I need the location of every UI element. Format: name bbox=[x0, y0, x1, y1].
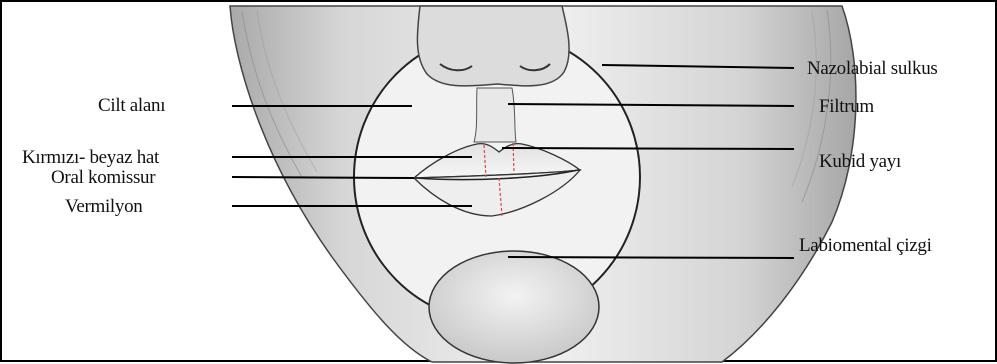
chin bbox=[429, 251, 599, 363]
label-kubid: Kubid yayı bbox=[819, 152, 901, 171]
label-oral: Oral komissur bbox=[51, 168, 155, 187]
label-kirmizi: Kırmızı- beyaz hat bbox=[22, 148, 159, 167]
label-vermilyon: Vermilyon bbox=[65, 197, 143, 216]
label-labiomental: Labiomental çizgi bbox=[799, 236, 932, 255]
nose bbox=[417, 6, 569, 86]
leader-kubid bbox=[502, 148, 794, 149]
label-cilt: Cilt alanı bbox=[98, 96, 165, 115]
leader-oral bbox=[232, 177, 414, 178]
leader-labiomental bbox=[508, 257, 794, 258]
label-nazolabial: Nazolabial sulkus bbox=[807, 59, 938, 78]
label-filtrum: Filtrum bbox=[819, 97, 874, 116]
philtrum bbox=[474, 88, 516, 142]
